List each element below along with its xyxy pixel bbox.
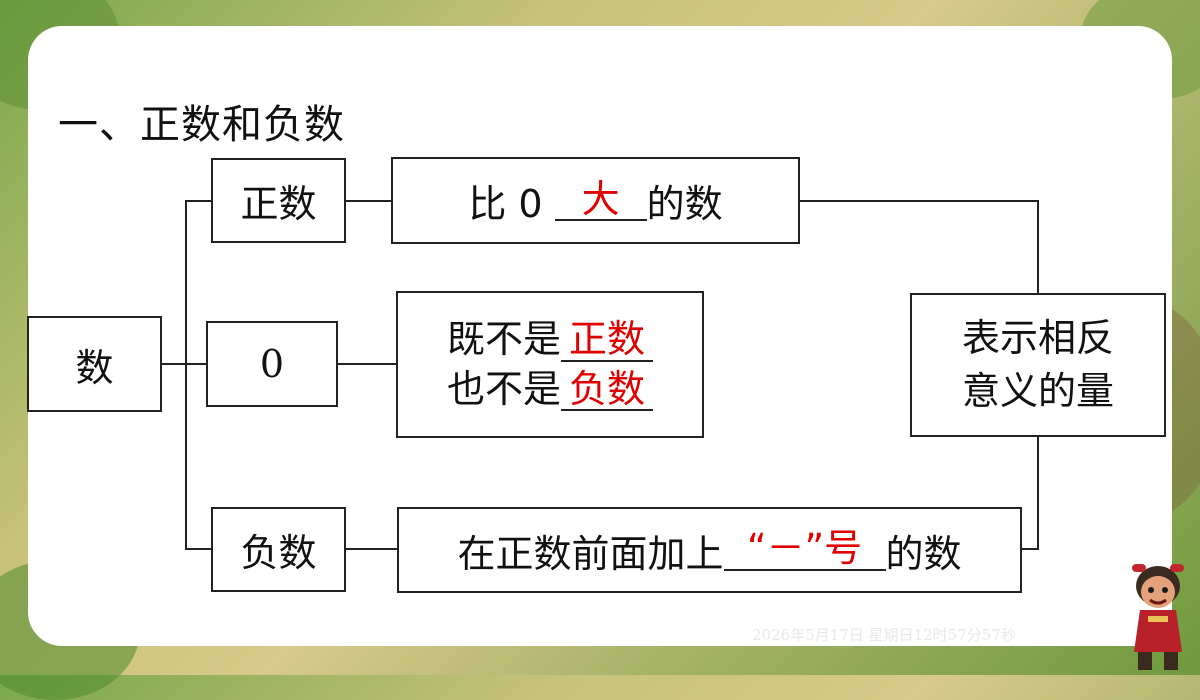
connector-line (346, 200, 392, 202)
meaning-line-1: 表示相反 (961, 315, 1114, 360)
connector-line (185, 200, 187, 550)
connector-line (1037, 200, 1039, 294)
connector-line (185, 548, 211, 550)
zero-line-2: 也不是负数 (447, 365, 653, 414)
meaning-box: 表示相反 意义的量 (910, 293, 1166, 437)
zero-line-1-prefix: 既不是 (446, 317, 561, 362)
zero-description-box: 既不是正数 也不是负数 (396, 291, 704, 438)
negative-desc-prefix: 在正数前面加上 (457, 531, 724, 576)
connector-line (186, 363, 206, 365)
negative-box: 负数 (211, 507, 346, 592)
negative-answer: “－”号 (723, 528, 886, 571)
connector-line (1037, 436, 1039, 549)
zero-line-1: 既不是正数 (447, 315, 653, 364)
positive-answer: 大 (554, 179, 647, 222)
positive-box: 正数 (211, 158, 346, 243)
zero-answer-negative: 负数 (561, 369, 653, 412)
positive-desc-prefix: 比 0 (468, 182, 555, 226)
connector-line (162, 363, 186, 365)
zero-box: 0 (206, 321, 338, 407)
positive-label: 正数 (240, 182, 317, 226)
negative-label: 负数 (240, 531, 317, 575)
root-label: 数 (75, 345, 114, 390)
footer-datetime: 2026年5月17日 星期日12时57分57秒 (752, 626, 1016, 644)
meaning-line-2: 意义的量 (961, 369, 1114, 413)
zero-line-2-prefix: 也不是 (446, 366, 561, 411)
zero-answer-positive: 正数 (561, 319, 653, 362)
connector-line (185, 200, 211, 202)
connector-line (338, 363, 396, 365)
zero-label: 0 (259, 342, 285, 386)
connector-line (800, 200, 1038, 202)
section-title: 一、正数和负数 (58, 102, 345, 148)
positive-desc-suffix: 的数 (646, 182, 723, 226)
negative-description-box: 在正数前面加上 “－”号 的数 (397, 507, 1022, 593)
connector-line (346, 548, 398, 550)
positive-description-box: 比 0 大 的数 (391, 157, 800, 244)
mascot-character-icon (1132, 564, 1184, 670)
negative-desc-suffix: 的数 (885, 531, 962, 576)
connector-line (1022, 548, 1039, 550)
root-box: 数 (27, 316, 162, 412)
